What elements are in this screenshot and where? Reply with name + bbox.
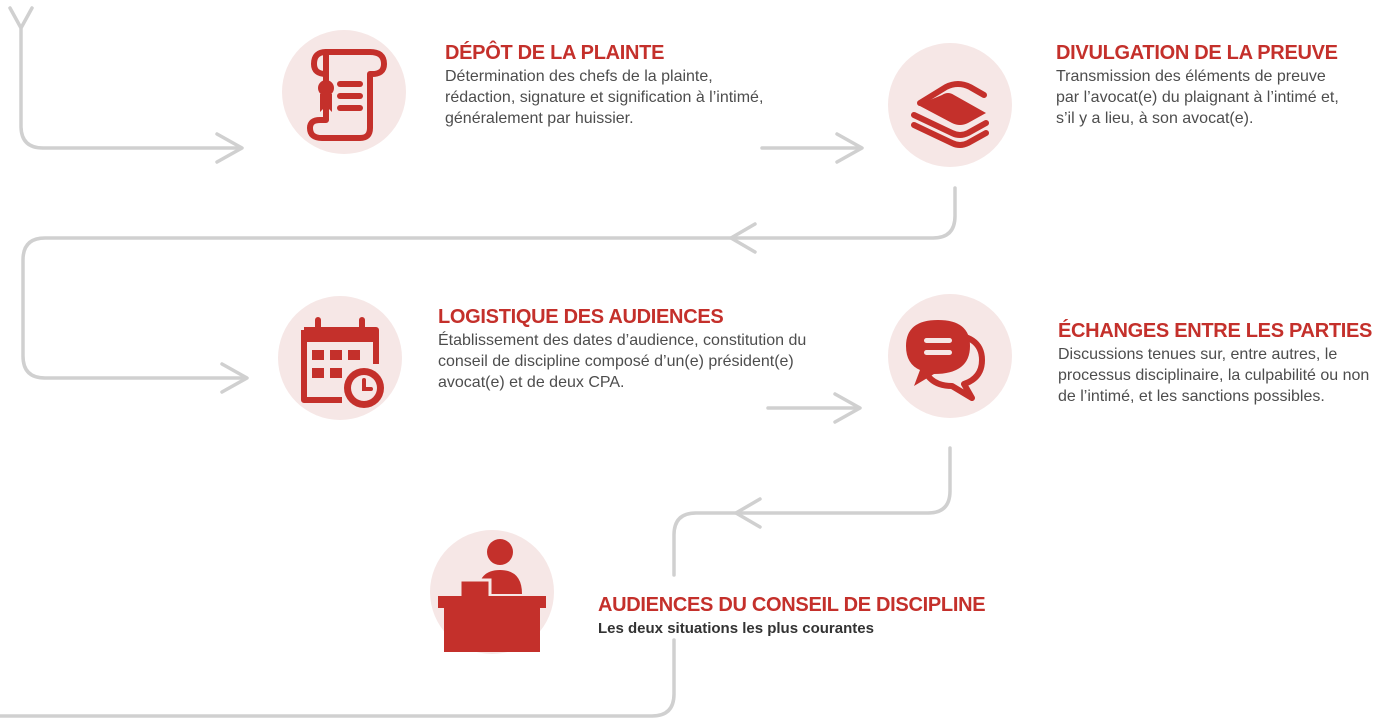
step-3-icon-circle [278,296,402,420]
connector-entry [8,6,242,150]
connector-exit [0,638,676,718]
scroll-document-icon [307,49,387,141]
step-4: ÉCHANGES ENTRE LES PARTIES Discussions t… [1058,320,1388,407]
step-5-description: Les deux situations les plus courantes [598,620,874,637]
step-4-description: Discussions tenues sur, entre autres, le… [1058,346,1370,405]
step-2: DIVULGATION DE LA PREUVE Transmission de… [1056,42,1356,129]
calendar-clock-icon [301,317,384,408]
connector-2-3 [21,186,957,380]
step-5-title: AUDIENCES DU CONSEIL DE DISCIPLINE [598,594,986,616]
step-3: LOGISTIQUE DES AUDIENCES Établissement d… [438,306,833,393]
arrowhead-3-4 [833,392,862,424]
arrowhead-2-3-return [729,222,757,254]
arrowhead-1-2 [835,132,864,164]
step-1-icon-circle [282,30,406,154]
person-at-desk-icon [438,539,546,652]
step-3-description: Établissement des dates d’audience, cons… [438,332,807,391]
step-2-title: DIVULGATION DE LA PREUVE [1056,42,1338,64]
speech-bubbles-icon [906,320,985,401]
step-1-description: Détermination des chefs de la plainte, r… [445,68,764,127]
connector-4-5 [672,446,952,577]
step-2-icon-circle [888,43,1012,167]
step-2-description: Transmission des éléments de preuve par … [1056,68,1339,127]
step-5: AUDIENCES DU CONSEIL DE DISCIPLINE Les d… [598,594,998,639]
step-4-icon-circle [888,294,1012,418]
step-5-icon-circle [430,530,554,654]
step-1-title: DÉPÔT DE LA PLAINTE [445,42,665,64]
step-1: DÉPÔT DE LA PLAINTE Détermination des ch… [445,42,775,129]
arrowhead-2-3 [220,362,249,394]
arrowhead-entry [215,132,244,164]
step-4-title: ÉCHANGES ENTRE LES PARTIES [1058,320,1373,342]
arrowhead-4-5 [734,497,762,529]
step-3-title: LOGISTIQUE DES AUDIENCES [438,306,724,328]
document-stack-icon [911,81,989,148]
